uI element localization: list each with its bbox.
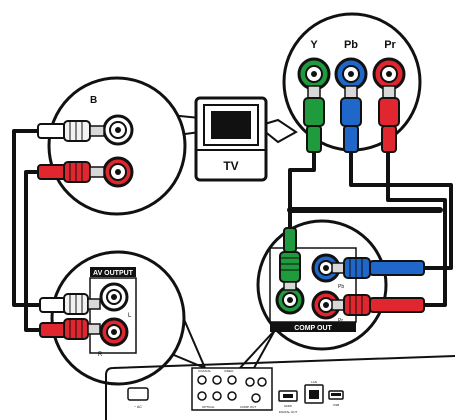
tv-label: TV bbox=[223, 159, 238, 173]
panel-label-comp: COMP OUT bbox=[240, 405, 256, 409]
panel-label-video: VIDEO bbox=[224, 369, 234, 373]
tv-plug-pr bbox=[378, 85, 400, 153]
av-output-title: AV OUTPUT bbox=[93, 270, 134, 277]
panel-label-optical: OPTICAL bbox=[202, 405, 215, 409]
comp-plug-pb bbox=[331, 257, 425, 279]
panel-label-digital: DIGITAL OUT bbox=[279, 410, 298, 414]
panel-label-coaxial: COAXIAL bbox=[198, 369, 211, 373]
comp-cable-y bbox=[288, 150, 316, 230]
av-socket-right bbox=[99, 317, 129, 347]
av-right-label: R bbox=[98, 352, 103, 358]
tv-plug-pb bbox=[340, 85, 362, 153]
tv-audio-plug-red bbox=[37, 161, 105, 183]
comp-plug-pr bbox=[331, 294, 425, 316]
panel-label-lan: LAN bbox=[311, 380, 317, 384]
av-left-label: L bbox=[128, 313, 132, 319]
comp-pb-label: Pb bbox=[338, 284, 344, 290]
av-plug-white bbox=[39, 293, 101, 315]
tv-audio-callout: B bbox=[37, 76, 201, 216]
comp-cable-pr bbox=[386, 150, 447, 307]
tv-audio-marker: B bbox=[90, 95, 97, 106]
comp-socket-y bbox=[275, 285, 305, 315]
label-pr: Pr bbox=[384, 39, 396, 51]
audio-cable-white bbox=[12, 129, 47, 307]
comp-out-title: COMP OUT bbox=[294, 325, 332, 332]
cables bbox=[12, 129, 453, 332]
comp-plug-y bbox=[279, 227, 301, 291]
tv-audio-socket-red bbox=[102, 156, 134, 188]
tv-audio-socket-white bbox=[102, 114, 134, 146]
audio-cable-red bbox=[24, 170, 47, 332]
comp-out-callout: COMP OUT Pb bbox=[237, 219, 425, 369]
comp-cable-pb bbox=[349, 150, 453, 270]
av-plug-red bbox=[39, 318, 101, 340]
av-output-callout: AV OUTPUT L R bbox=[39, 250, 207, 386]
tv-plug-y bbox=[303, 85, 325, 153]
panel-label-power: ~ AC bbox=[134, 405, 142, 409]
panel-label-hdmi: HDMI bbox=[284, 404, 292, 408]
tv-icon: TV bbox=[194, 96, 298, 182]
comp-pr-label: Pr bbox=[338, 318, 343, 324]
label-pb: Pb bbox=[344, 39, 358, 51]
tv-socket-pb bbox=[334, 57, 368, 91]
tv-audio-plug-white bbox=[37, 120, 105, 142]
player-rear-panel: ~ AC COAXIAL VIDEO OPTICAL COMP OUT HDMI… bbox=[105, 355, 456, 420]
tv-socket-y bbox=[297, 57, 331, 91]
tv-socket-pr bbox=[372, 57, 406, 91]
label-y: Y bbox=[310, 39, 318, 51]
av-socket-left bbox=[99, 282, 129, 312]
panel-jacks bbox=[197, 375, 267, 403]
tv-component-callout: Y Pb Pr bbox=[282, 12, 422, 153]
panel-label-usb: USB bbox=[333, 403, 339, 407]
